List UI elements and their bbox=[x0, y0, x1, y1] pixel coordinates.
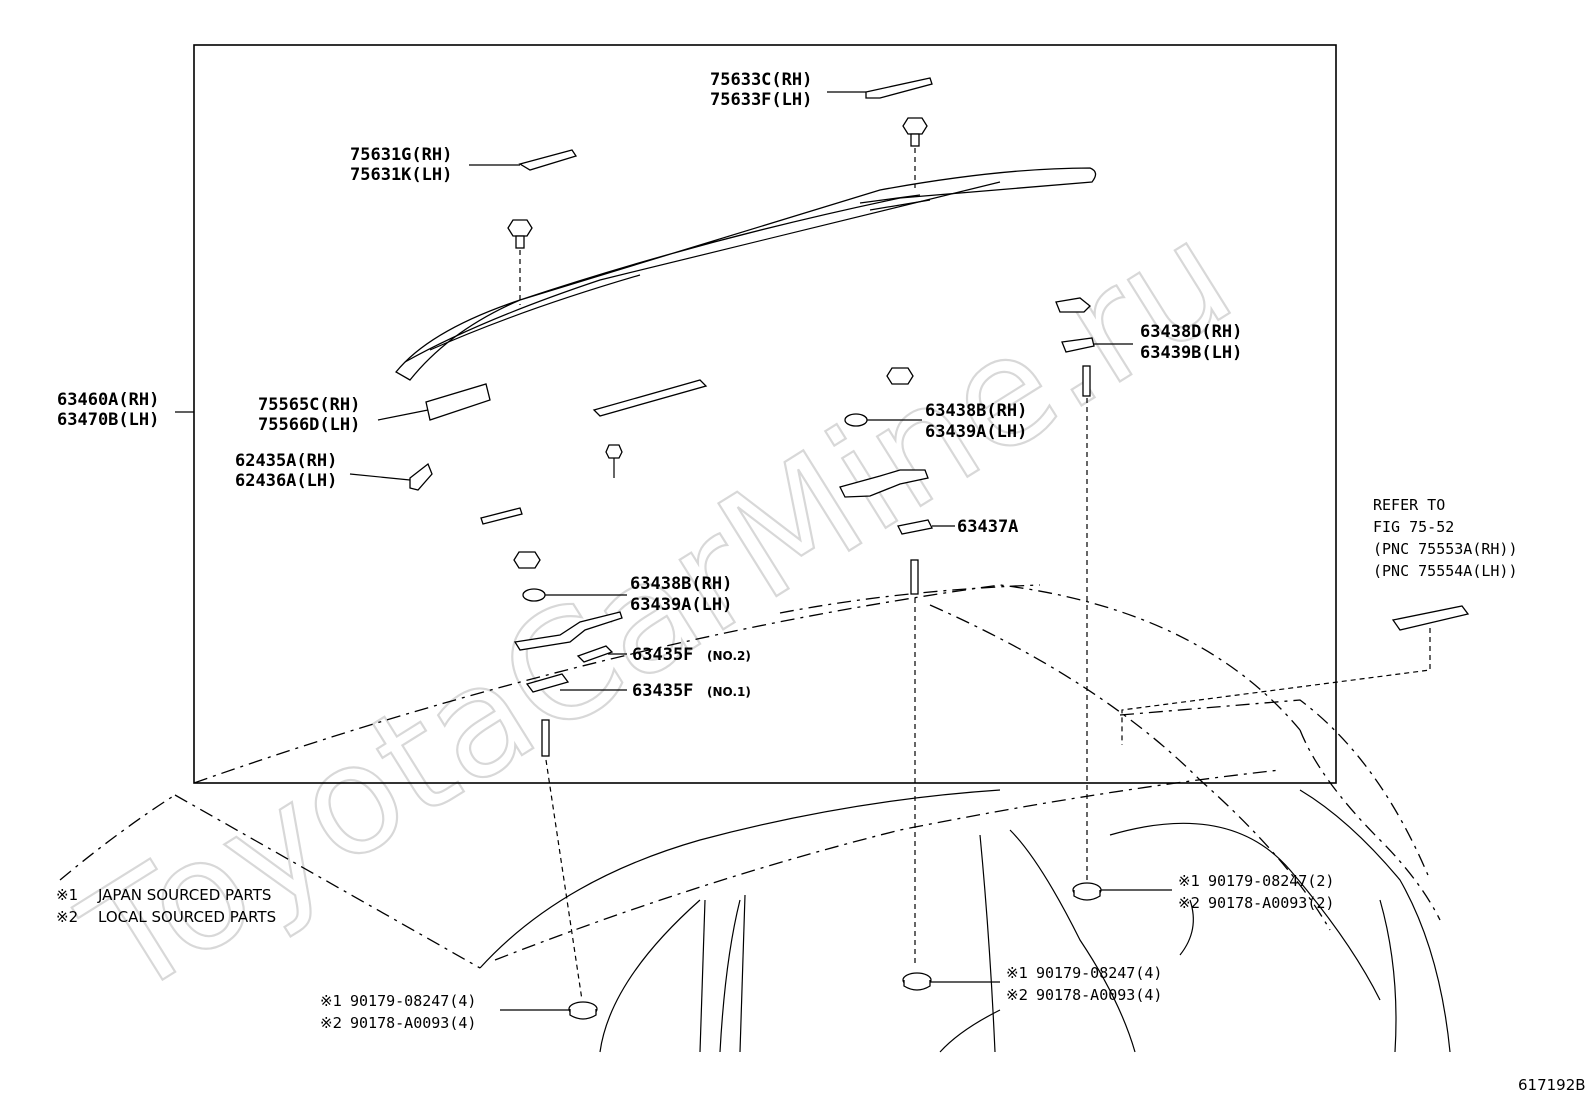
label-63435f-b: 63435F bbox=[632, 681, 693, 701]
bracket-right bbox=[1055, 297, 1091, 313]
note-2-text: LOCAL SOURCED PARTS bbox=[98, 908, 276, 926]
label-75631g: 75631G(RH) bbox=[350, 145, 452, 165]
stud-middle bbox=[910, 559, 919, 966]
fastener-middle-line-1: 90179-08247(4) bbox=[1036, 964, 1162, 982]
label-63437a: 63437A bbox=[957, 517, 1018, 537]
label-63435f-a-no: (NO.2) bbox=[707, 649, 751, 663]
note-1-text: JAPAN SOURCED PARTS bbox=[97, 886, 271, 904]
pad-63438d bbox=[1061, 337, 1133, 353]
cover-75631 bbox=[469, 149, 578, 171]
fastener-right-line-2: 90178-A0093(2) bbox=[1208, 894, 1334, 912]
refer-line-1: REFER TO bbox=[1373, 496, 1445, 514]
bracket-left bbox=[513, 611, 623, 651]
label-63438b-mid: 63438B(RH) 63439A(LH) bbox=[925, 401, 1027, 442]
label-75565c: 75565C(RH) bbox=[258, 395, 360, 415]
label-63438b-rh-mid: 63438B(RH) bbox=[925, 401, 1027, 421]
fastener-label-right: ※1 90179-08247(2) ※2 90178-A0093(2) bbox=[1178, 872, 1334, 912]
fastener-right-mark-2: ※2 bbox=[1178, 894, 1200, 912]
label-63435f-no1: 63435F (NO.1) bbox=[632, 681, 751, 701]
cover-75633 bbox=[827, 77, 933, 99]
refer-line-2: FIG 75-52 bbox=[1373, 518, 1454, 536]
label-75566d: 75566D(LH) bbox=[258, 415, 360, 435]
label-75633f: 75633F(LH) bbox=[710, 90, 812, 110]
pad-63437a bbox=[897, 519, 955, 535]
label-63439a-lh-mid: 63439A(LH) bbox=[925, 422, 1027, 442]
fastener-middle-line-2: 90178-A0093(4) bbox=[1036, 986, 1162, 1004]
fastener-nut-middle bbox=[902, 899, 1194, 991]
label-62436a: 62436A(LH) bbox=[235, 471, 337, 491]
note-2-mark: ※2 bbox=[56, 908, 78, 926]
clip-62435 bbox=[349, 462, 433, 491]
bolt-front bbox=[507, 219, 533, 305]
label-62435a: 62435A(RH) bbox=[235, 451, 337, 471]
washer-left bbox=[522, 588, 627, 602]
nut-middle bbox=[886, 367, 914, 385]
detail-frame bbox=[193, 44, 1337, 784]
pad-63435f-no1 bbox=[525, 673, 627, 693]
label-63435f-a: 63435F bbox=[632, 645, 693, 665]
fastener-right-line-1: 90179-08247(2) bbox=[1208, 872, 1334, 890]
label-63439a-lh-low: 63439A(LH) bbox=[630, 595, 732, 615]
label-75631: 75631G(RH) 75631K(LH) bbox=[350, 145, 452, 185]
washer-middle bbox=[844, 413, 922, 427]
refer-block: REFER TO FIG 75-52 (PNC 75553A(RH)) (PNC… bbox=[1373, 496, 1518, 580]
fastener-label-middle: ※1 90179-08247(4) ※2 90178-A0093(4) bbox=[1006, 964, 1162, 1004]
label-63438b-low: 63438B(RH) 63439A(LH) bbox=[630, 574, 732, 615]
pad-left bbox=[480, 507, 523, 525]
fastener-middle-mark-1: ※1 bbox=[1006, 964, 1028, 982]
stud-left bbox=[541, 719, 583, 1001]
bolt-rear bbox=[902, 117, 928, 188]
label-63435f-b-no: (NO.1) bbox=[707, 685, 751, 699]
refer-part bbox=[1121, 605, 1470, 745]
fastener-left-mark-2: ※2 bbox=[320, 1014, 342, 1032]
label-63470b: 63470B(LH) bbox=[57, 410, 159, 430]
note-1-mark: ※1 bbox=[56, 886, 78, 904]
label-63438d-rh: 63438D(RH) bbox=[1140, 322, 1242, 342]
fastener-left-mark-1: ※1 bbox=[320, 992, 342, 1010]
refer-line-4: (PNC 75554A(LH)) bbox=[1373, 562, 1518, 580]
figure-code: 617192B bbox=[1518, 1076, 1586, 1094]
stud-right bbox=[1082, 365, 1091, 882]
label-63438d: 63438D(RH) 63439B(LH) bbox=[1140, 322, 1242, 363]
bracket-center bbox=[592, 379, 708, 478]
vehicle-body-outline bbox=[59, 584, 1441, 969]
label-63438b-rh-low: 63438B(RH) bbox=[630, 574, 732, 594]
label-63435f-no2: 63435F (NO.2) bbox=[632, 645, 751, 665]
cover-75565 bbox=[377, 383, 491, 421]
label-75633c: 75633C(RH) bbox=[710, 70, 812, 90]
fastener-middle-mark-2: ※2 bbox=[1006, 986, 1028, 1004]
vehicle-body-solid bbox=[479, 789, 1451, 1053]
nut-left bbox=[513, 551, 541, 569]
pad-63435f-no2 bbox=[576, 645, 627, 663]
label-63439b-lh: 63439B(LH) bbox=[1140, 343, 1242, 363]
refer-line-3: (PNC 75553A(RH)) bbox=[1373, 540, 1518, 558]
fastener-nut-right bbox=[1072, 882, 1172, 901]
fastener-label-left: ※1 90179-08247(4) ※2 90178-A0093(4) bbox=[320, 992, 476, 1032]
label-75565: 75565C(RH) 75566D(LH) bbox=[258, 395, 360, 435]
fastener-left-line-2: 90178-A0093(4) bbox=[350, 1014, 476, 1032]
label-63460a: 63460A(RH) bbox=[57, 390, 159, 410]
notes-block: ※1 JAPAN SOURCED PARTS ※2 LOCAL SOURCED … bbox=[56, 886, 276, 926]
label-rail: 63460A(RH) 63470B(LH) bbox=[57, 390, 159, 430]
label-62435: 62435A(RH) 62436A(LH) bbox=[235, 451, 337, 491]
roof-rail bbox=[395, 167, 1097, 381]
fastener-right-mark-1: ※1 bbox=[1178, 872, 1200, 890]
bracket-middle bbox=[839, 469, 929, 498]
fastener-nut-left bbox=[500, 1001, 598, 1020]
label-75633: 75633C(RH) 75633F(LH) bbox=[710, 70, 812, 110]
fastener-left-line-1: 90179-08247(4) bbox=[350, 992, 476, 1010]
label-75631k: 75631K(LH) bbox=[350, 165, 452, 185]
